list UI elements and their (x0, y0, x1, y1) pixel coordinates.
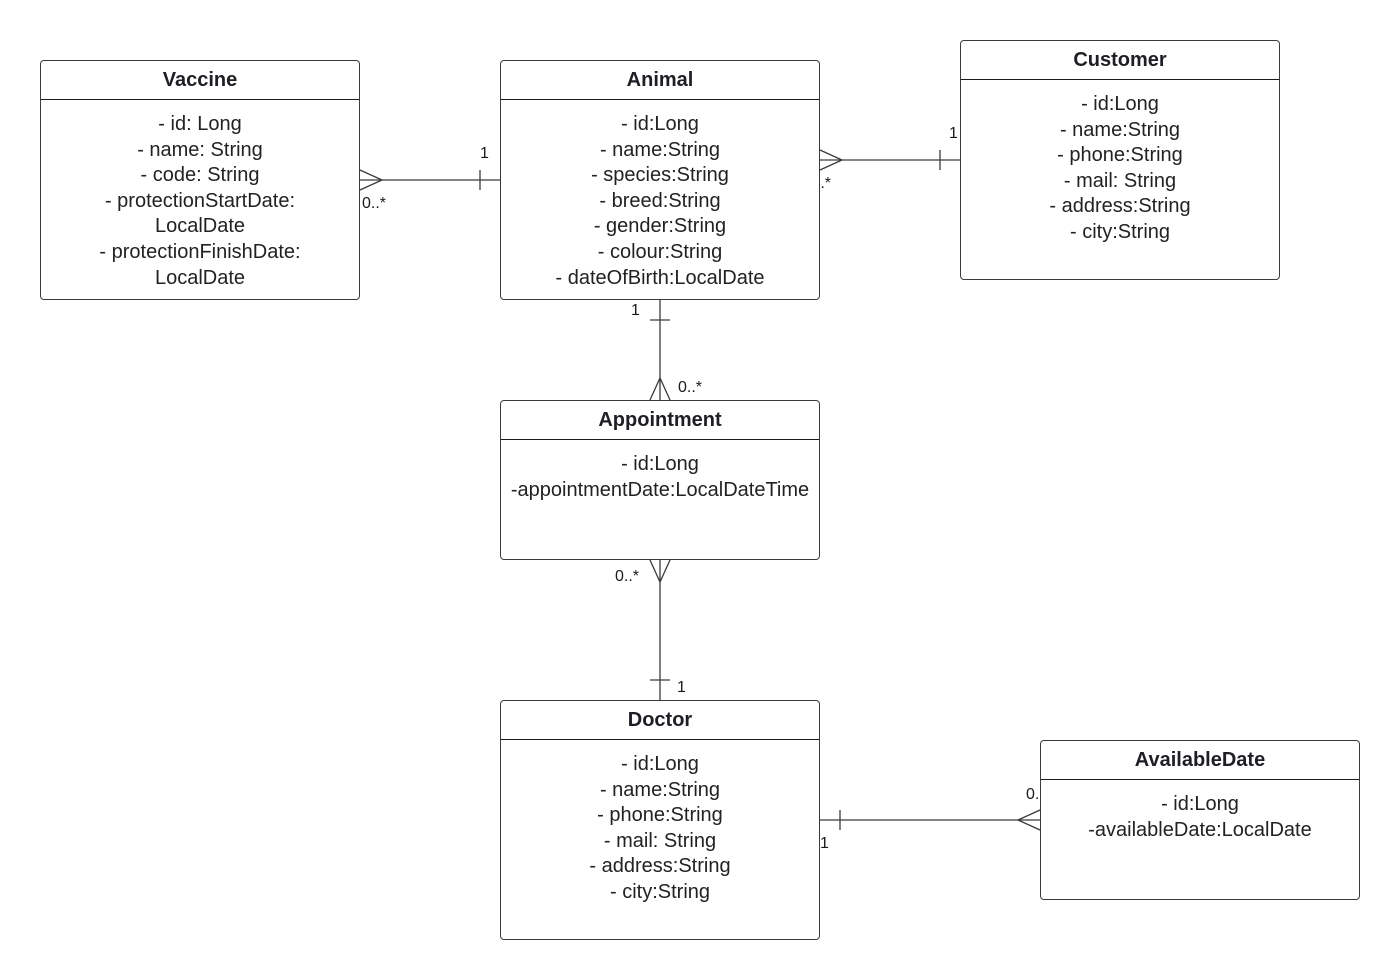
attribute-list: - id:Long - name:String - species:String… (501, 100, 819, 291)
attribute: - address:String (1049, 195, 1191, 218)
attribute-list: - id:Long - name:String - phone:String -… (501, 740, 819, 906)
attribute: - name: String (137, 138, 263, 161)
attribute: - mail: String (603, 829, 717, 852)
crowfoot-many-icon (819, 149, 844, 171)
attribute: LocalDate (154, 266, 246, 289)
attribute-list: - id:Long - name:String - phone:String -… (961, 80, 1279, 246)
attribute: - protectionFinishDate: (99, 240, 301, 263)
class-animal[interactable]: Animal - id:Long - name:String - species… (500, 60, 820, 300)
class-name: Vaccine (41, 61, 359, 100)
attribute: - name:String (1059, 118, 1181, 141)
attribute: -appointmentDate:LocalDateTime (510, 478, 810, 501)
class-name: Customer (961, 41, 1279, 80)
crowfoot-many-icon (649, 376, 671, 401)
attribute: - breed:String (599, 189, 721, 212)
class-name: Animal (501, 61, 819, 100)
attribute-list: - id:Long -availableDate:LocalDate (1041, 780, 1359, 843)
class-name: Appointment (501, 401, 819, 440)
class-customer[interactable]: Customer - id:Long - name:String - phone… (960, 40, 1280, 280)
attribute: - phone:String (1057, 144, 1183, 167)
multiplicity-label: 1 (820, 835, 829, 852)
class-vaccine[interactable]: Vaccine - id: Long - name: String - code… (40, 60, 360, 300)
attribute-list: - id:Long -appointmentDate:LocalDateTime (501, 440, 819, 503)
class-name: AvailableDate (1041, 741, 1359, 780)
rel-animal-appointment: 1 0..* (631, 300, 702, 401)
attribute: - id:Long (621, 113, 699, 135)
class-doctor[interactable]: Doctor - id:Long - name:String - phone:S… (500, 700, 820, 940)
attribute: - gender:String (593, 215, 727, 238)
attribute: - id:Long (1081, 93, 1159, 115)
attribute: - protectionStartDate: (104, 189, 296, 212)
attribute: - city:String (609, 880, 711, 903)
crowfoot-many-icon (359, 169, 384, 191)
attribute: -availableDate:LocalDate (1088, 818, 1312, 841)
multiplicity-label: 1 (949, 125, 958, 142)
rel-doctor-availabledate: 1 0..* (820, 786, 1050, 852)
attribute: - address:String (589, 855, 731, 878)
rel-vaccine-animal: 0..* 1 (359, 145, 500, 212)
multiplicity-label: 0..* (678, 379, 702, 396)
attribute: LocalDate (154, 215, 246, 238)
multiplicity-label: 0..* (362, 195, 386, 212)
attribute: - colour:String (597, 240, 723, 263)
crowfoot-many-icon (1016, 809, 1041, 831)
class-availabledate[interactable]: AvailableDate - id:Long -availableDate:L… (1040, 740, 1360, 900)
attribute-list: - id: Long - name: String - code: String… (41, 100, 359, 291)
attribute: - name:String (599, 778, 721, 801)
multiplicity-label: 1 (631, 302, 640, 319)
class-appointment[interactable]: Appointment - id:Long -appointmentDate:L… (500, 400, 820, 560)
attribute: - id:Long (621, 753, 699, 775)
attribute: - dateOfBirth:LocalDate (555, 266, 765, 289)
attribute: - phone:String (597, 804, 723, 827)
crowfoot-many-icon (649, 559, 671, 584)
attribute: - code: String (140, 164, 260, 187)
class-name: Doctor (501, 701, 819, 740)
attribute: - id: Long (158, 113, 242, 135)
attribute: - name:String (599, 138, 721, 161)
attribute: - mail: String (1063, 169, 1177, 192)
attribute: - city:String (1069, 220, 1171, 243)
rel-animal-customer: 0..* 1 (807, 125, 960, 192)
multiplicity-label: 1 (480, 145, 489, 162)
multiplicity-label: 1 (677, 679, 686, 696)
rel-appointment-doctor: 0..* 1 (615, 559, 686, 700)
attribute: - species:String (591, 164, 729, 187)
multiplicity-label: 0..* (615, 568, 639, 585)
attribute: - id:Long (1161, 793, 1239, 815)
attribute: - id:Long (621, 453, 699, 475)
